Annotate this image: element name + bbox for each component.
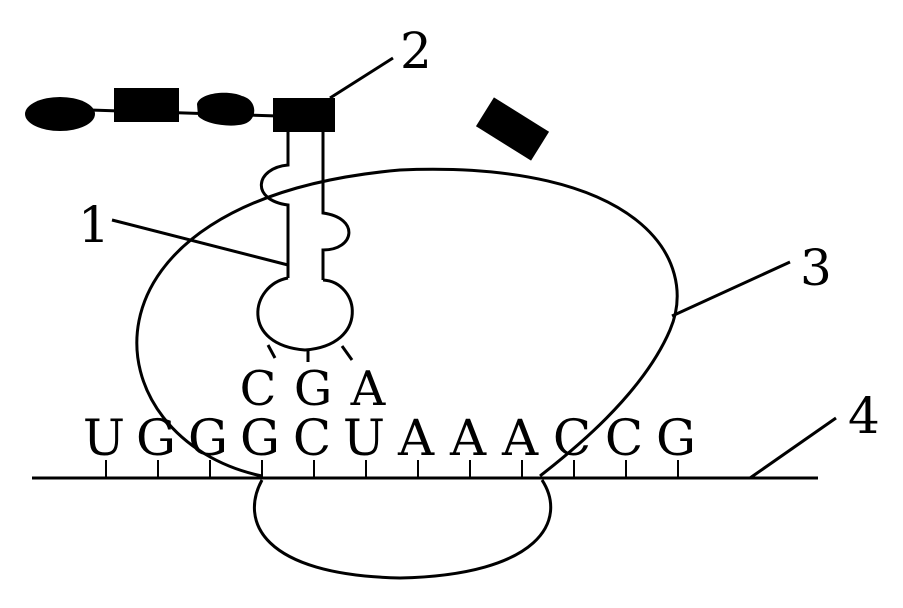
mrna-base: U xyxy=(343,409,385,467)
mrna-base: G xyxy=(656,409,696,467)
trna xyxy=(258,132,352,362)
mrna-base: G xyxy=(188,409,228,467)
mrna-base: C xyxy=(605,409,643,467)
free-amino-acid xyxy=(476,97,549,160)
mrna-base: A xyxy=(501,409,539,467)
anticodon-base: C xyxy=(240,361,277,417)
label-mrna: 4 xyxy=(848,387,880,445)
anticodon-base: A xyxy=(350,361,387,417)
label-peptide: 2 xyxy=(400,22,432,80)
trna-right-arm xyxy=(323,132,349,280)
mrna-base: G xyxy=(136,409,176,467)
anticodon-tick xyxy=(268,345,275,358)
ribosome-small-subunit xyxy=(254,480,550,578)
mrna-bases: U G G G C U A A A C C G xyxy=(83,409,696,467)
mrna-base: C xyxy=(553,409,591,467)
mrna-base: A xyxy=(397,409,435,467)
mrna-base: U xyxy=(83,409,125,467)
leader-line-2 xyxy=(330,58,393,98)
mrna-base: C xyxy=(293,409,331,467)
anticodon-base: G xyxy=(294,361,332,417)
leader-line-3 xyxy=(672,262,790,316)
amino-acid-carried xyxy=(273,98,335,132)
amino-acid-blob xyxy=(197,93,254,126)
peptide-chain xyxy=(25,88,335,132)
amino-acid-rect xyxy=(114,88,179,122)
leader-line-4 xyxy=(750,418,836,478)
label-trna: 1 xyxy=(78,196,110,254)
mrna-base: G xyxy=(240,409,280,467)
trna-left-arm xyxy=(261,132,288,278)
label-ribosome: 3 xyxy=(800,239,832,297)
trna-anticodon-loop xyxy=(258,278,352,350)
anticodon-bases: C G A xyxy=(240,361,387,417)
amino-acid-oval xyxy=(25,97,95,131)
mrna-base: A xyxy=(449,409,487,467)
leader-line-1 xyxy=(112,220,288,265)
anticodon-tick xyxy=(342,346,352,360)
